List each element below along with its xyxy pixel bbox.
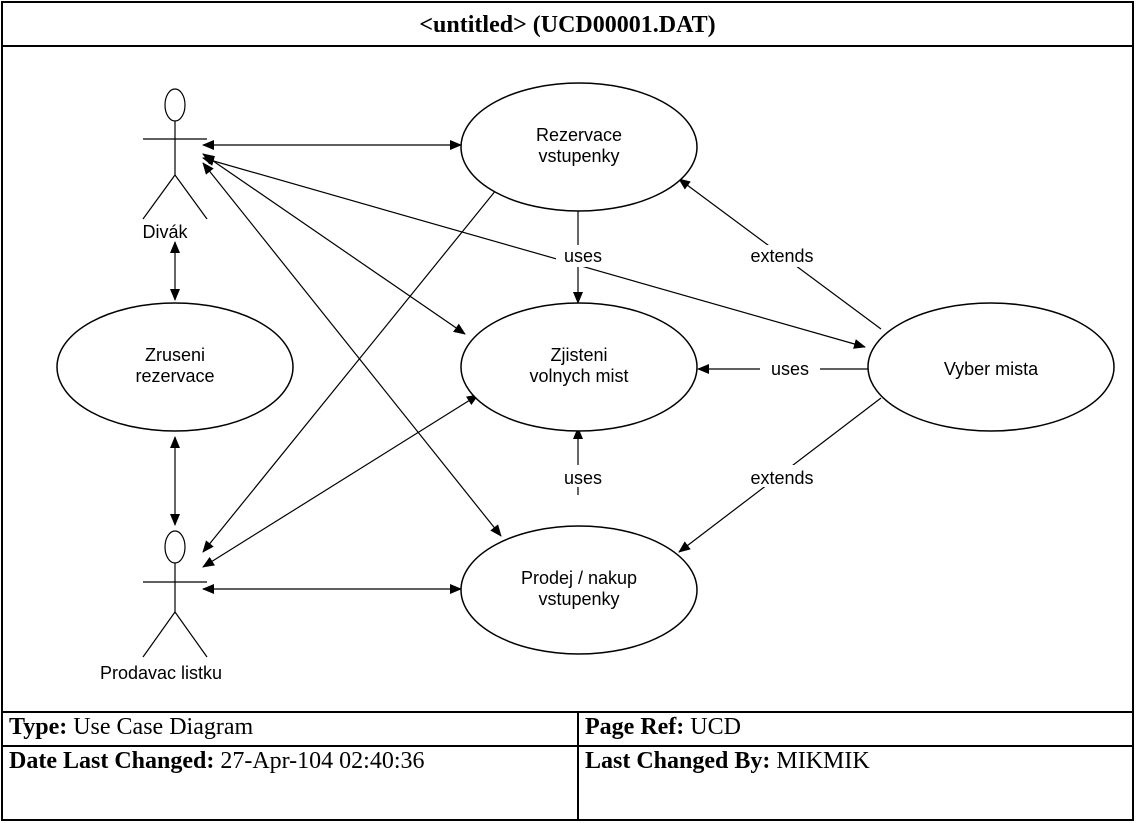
info-changed-by: Last Changed By: MIKMIK (579, 747, 1132, 819)
info-date-label: Date Last Changed: (9, 748, 221, 774)
info-page-ref-label: Page Ref: (585, 714, 691, 740)
info-page-ref-value: UCD (690, 714, 741, 740)
assoc-prodavac-zjisteni (202, 394, 479, 568)
usecase-prodej-line2: vstupenky (538, 589, 619, 609)
actor-prodavac-label: Prodavac listku (100, 663, 222, 683)
usecase-rezervace[interactable] (460, 82, 698, 212)
info-page-ref: Page Ref: UCD (579, 713, 1132, 747)
info-type-value: Use Case Diagram (73, 714, 254, 740)
usecase-vyber[interactable] (867, 302, 1115, 432)
info-changed-by-value: MIKMIK (776, 748, 870, 774)
uses-label-bottom: uses (564, 468, 602, 488)
uses-label-right: uses (771, 359, 809, 379)
usecase-zjisteni-line1: Zjisteni (550, 345, 607, 365)
usecase-zruseni-line2: rezervace (135, 366, 214, 386)
usecase-rezervace-line1: Rezervace (536, 125, 622, 145)
info-table: Type: Use Case Diagram Page Ref: UCD Dat… (3, 711, 1132, 819)
diagram-canvas: uses uses uses extends extends Rezervace… (3, 47, 1132, 711)
extends-label-bottom: extends (750, 468, 813, 488)
usecase-zjisteni-line2: volnych mist (529, 366, 628, 386)
usecase-vyber-line1: Vyber mista (944, 359, 1039, 379)
actor-prodavac[interactable] (142, 530, 208, 658)
usecase-prodej[interactable] (460, 525, 698, 655)
info-type-label: Type: (9, 714, 74, 740)
info-date-value: 27-Apr-104 02:40:36 (220, 748, 425, 774)
diagram-title: <untitled> (UCD00001.DAT) (3, 3, 1132, 47)
usecase-rezervace-line2: vstupenky (538, 146, 619, 166)
assoc-divak-zjisteni (202, 153, 466, 335)
usecase-zjisteni[interactable] (460, 302, 698, 432)
uses-label-top: uses (564, 246, 602, 266)
usecase-zruseni-line1: Zruseni (145, 345, 205, 365)
actor-divak[interactable] (142, 88, 208, 220)
usecase-zruseni[interactable] (56, 302, 294, 432)
info-changed-by-label: Last Changed By: (585, 748, 777, 774)
info-date: Date Last Changed: 27-Apr-104 02:40:36 (3, 747, 579, 819)
extends-label-top: extends (750, 246, 813, 266)
actor-divak-label: Divák (142, 222, 188, 242)
usecase-prodej-line1: Prodej / nakup (521, 568, 637, 588)
info-type: Type: Use Case Diagram (3, 713, 579, 747)
